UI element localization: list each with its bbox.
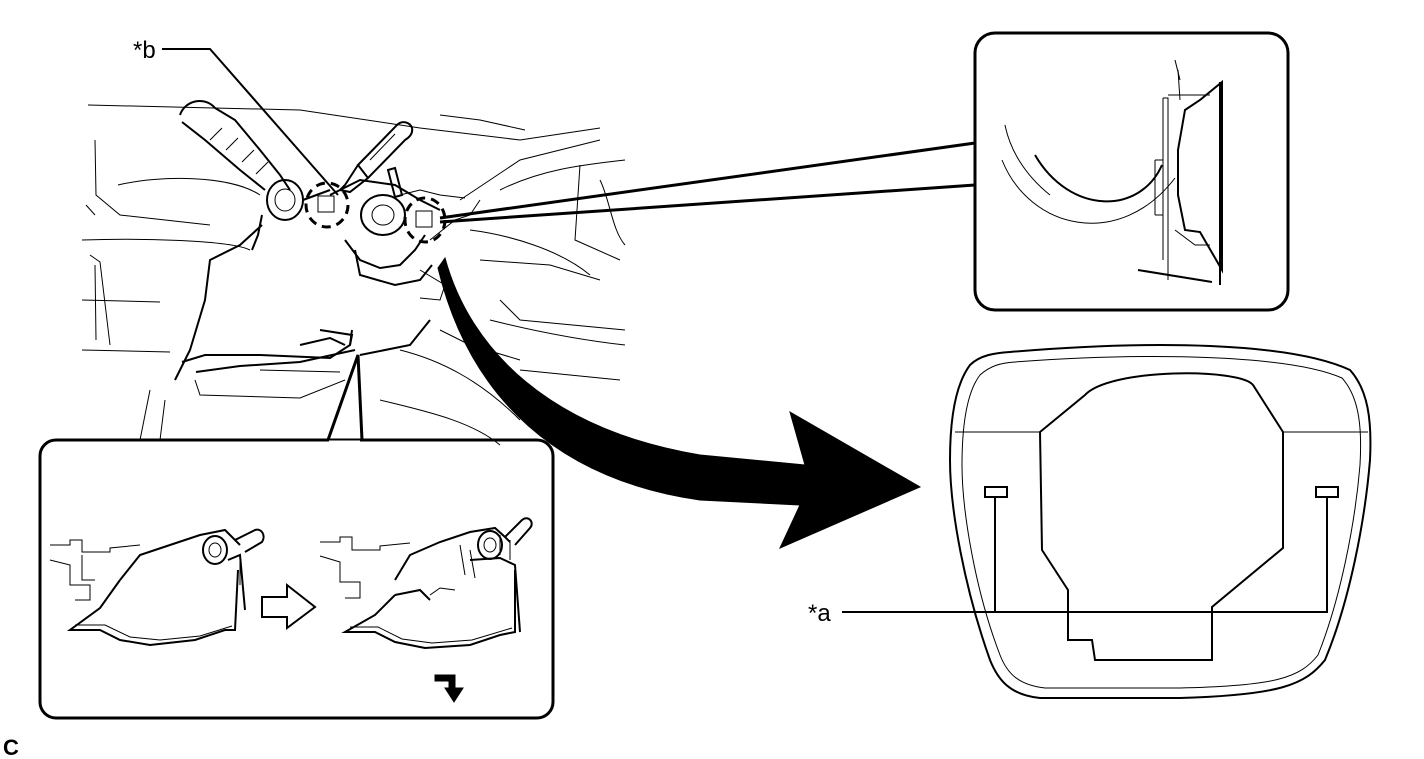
callout-b: *b <box>133 37 339 196</box>
claw-right <box>1315 486 1339 498</box>
claw-left <box>984 486 1008 498</box>
clip-location-left-marker <box>304 181 350 229</box>
step-after-illustration <box>319 517 533 650</box>
step-before-illustration <box>49 528 265 647</box>
step-arrow-icon <box>261 582 317 630</box>
clip-location-right-marker <box>403 196 447 244</box>
label-part-a: *a <box>808 600 831 627</box>
zoom-detail-clip <box>439 31 1290 312</box>
pull-down-arrow-icon <box>434 674 464 703</box>
column-cover-rear-view: *a <box>808 344 1372 699</box>
removal-sequence-inset <box>38 354 555 720</box>
dashboard-illustration <box>81 99 626 446</box>
figure-code-label: C <box>3 735 19 759</box>
curved-direction-arrow <box>437 256 922 549</box>
label-part-b: *b <box>133 37 156 64</box>
